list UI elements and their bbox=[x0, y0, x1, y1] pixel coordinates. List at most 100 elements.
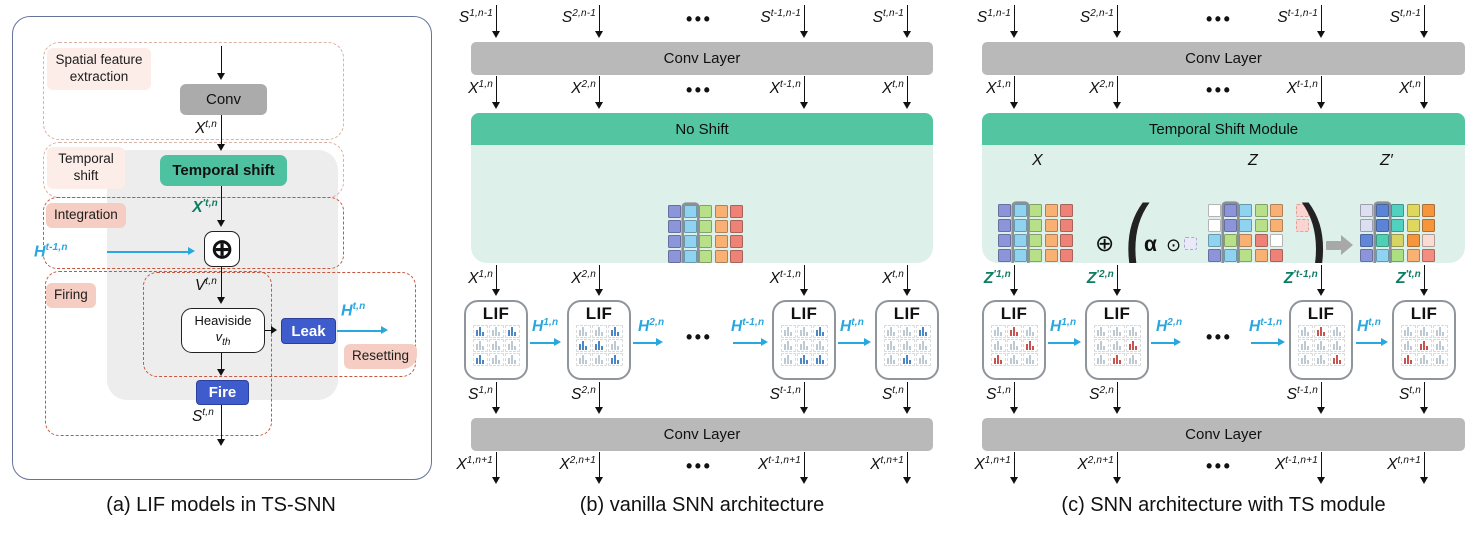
arrow-h-state bbox=[1251, 338, 1285, 347]
arrow-h-state bbox=[1151, 338, 1181, 347]
feature-cell bbox=[1029, 219, 1042, 232]
arrow-down bbox=[1316, 452, 1325, 484]
spike-glyph bbox=[883, 339, 899, 352]
feature-column bbox=[714, 205, 728, 263]
lif-neuron-box: LIF bbox=[1085, 300, 1149, 380]
spike-glyph bbox=[1093, 339, 1109, 352]
feature-cell bbox=[668, 250, 681, 263]
arrow-down bbox=[799, 76, 808, 109]
odot-icon: ⊙ bbox=[1166, 235, 1182, 255]
alpha-weight-cell bbox=[1184, 237, 1197, 250]
spike-glyph bbox=[1022, 339, 1038, 352]
feature-cell bbox=[1422, 249, 1435, 262]
spike-glyph bbox=[607, 353, 623, 366]
feature-cell bbox=[1223, 249, 1237, 262]
feature-cell bbox=[1044, 204, 1058, 217]
tensor-label: Xt-1,n bbox=[769, 269, 801, 288]
feature-cell bbox=[1422, 219, 1435, 232]
feature-cell bbox=[1239, 219, 1252, 232]
conv-layer-top: Conv Layer bbox=[982, 42, 1465, 75]
spike-glyph bbox=[575, 353, 591, 366]
feature-cell bbox=[1391, 219, 1404, 232]
feature-column bbox=[1406, 204, 1420, 263]
feature-column bbox=[1044, 204, 1058, 263]
feature-column bbox=[1375, 204, 1389, 263]
feature-cell bbox=[683, 205, 697, 218]
feature-column bbox=[1422, 204, 1435, 263]
spike-glyph bbox=[780, 325, 796, 338]
feature-cell bbox=[714, 250, 728, 263]
feature-cell bbox=[683, 235, 697, 248]
tensor-label: St-1,n bbox=[1286, 385, 1318, 404]
ellipsis: ••• bbox=[686, 456, 713, 476]
feature-column bbox=[1223, 204, 1237, 263]
feature-column bbox=[730, 205, 743, 263]
arrow-down bbox=[491, 382, 500, 414]
h-state-label: Ht-1,n bbox=[731, 317, 765, 336]
arrow-down bbox=[491, 265, 500, 296]
spike-glyph bbox=[1432, 339, 1448, 352]
x-feature-grid bbox=[998, 204, 1073, 263]
h-state-label: Ht-1,n bbox=[1249, 317, 1283, 336]
arrow-down bbox=[1009, 76, 1018, 109]
lif-neuron-box: LIF bbox=[567, 300, 631, 380]
spike-glyph bbox=[1109, 353, 1125, 366]
spike-raster-grid bbox=[990, 325, 1038, 366]
tensor-label: St-1,n-1 bbox=[760, 8, 801, 27]
arrow-down bbox=[1419, 76, 1428, 109]
ellipsis: ••• bbox=[1206, 9, 1233, 29]
feature-cell bbox=[1013, 249, 1027, 262]
z-shifted-label: Z′t-1,n bbox=[1283, 269, 1318, 288]
arrow-down bbox=[902, 5, 911, 38]
feature-cell bbox=[998, 219, 1011, 232]
feature-cell bbox=[1422, 204, 1435, 217]
tensor-label: S2,n-1 bbox=[561, 8, 596, 27]
spike-raster-grid bbox=[883, 325, 931, 366]
tensor-label: Xt,n+1 bbox=[1387, 455, 1421, 474]
arrow-down bbox=[491, 452, 500, 484]
feature-column bbox=[1360, 204, 1373, 263]
arrow-down bbox=[1419, 265, 1428, 296]
tensor-label: St-1,n bbox=[769, 385, 801, 404]
spike-raster-grid bbox=[472, 325, 520, 366]
zprime-feature-grid bbox=[1360, 204, 1435, 263]
feature-cell bbox=[998, 204, 1011, 217]
no-shift-module: No Shift bbox=[471, 113, 933, 263]
ellipsis: ••• bbox=[686, 80, 713, 100]
feature-cell bbox=[1360, 249, 1373, 262]
arrow-input-to-conv bbox=[216, 46, 225, 80]
tensor-label: X1,n+1 bbox=[974, 455, 1011, 474]
tensor-label: Xt-1,n bbox=[769, 79, 801, 98]
feature-cell bbox=[1254, 204, 1268, 217]
spike-glyph bbox=[883, 353, 899, 366]
feature-cell bbox=[1013, 204, 1027, 217]
spike-glyph bbox=[472, 353, 488, 366]
tensor-label: St,n bbox=[1398, 385, 1421, 404]
vth-label: vth bbox=[215, 329, 231, 349]
feature-cell bbox=[1029, 249, 1042, 262]
arrow-down bbox=[1009, 265, 1018, 296]
feature-column bbox=[1013, 204, 1027, 263]
alpha-symbol: α bbox=[1144, 233, 1157, 256]
tensor-label: Xt,n+1 bbox=[870, 455, 904, 474]
spike-glyph bbox=[591, 325, 607, 338]
spike-glyph bbox=[1329, 325, 1345, 338]
x-group-label: X bbox=[1032, 152, 1043, 169]
spike-glyph bbox=[1297, 339, 1313, 352]
z-shifted-label: Z′t,n bbox=[1396, 269, 1421, 288]
resetting-region-label: Resetting bbox=[344, 344, 418, 369]
tensor-label: St,n-1 bbox=[872, 8, 904, 27]
feature-cell bbox=[1223, 219, 1237, 232]
arrow-down bbox=[1009, 382, 1018, 414]
arrow-h-state bbox=[733, 338, 768, 347]
tensor-label: S2,n bbox=[1089, 385, 1114, 404]
feature-cell bbox=[1270, 204, 1283, 217]
no-shift-title: No Shift bbox=[471, 113, 933, 145]
arrow-down bbox=[902, 76, 911, 109]
feature-cell bbox=[1060, 234, 1073, 247]
z-shifted-label: Z′1,n bbox=[983, 269, 1011, 288]
spike-glyph bbox=[899, 353, 915, 366]
feature-cell bbox=[1044, 249, 1058, 262]
spike-glyph bbox=[472, 325, 488, 338]
feature-cell bbox=[1060, 204, 1073, 217]
